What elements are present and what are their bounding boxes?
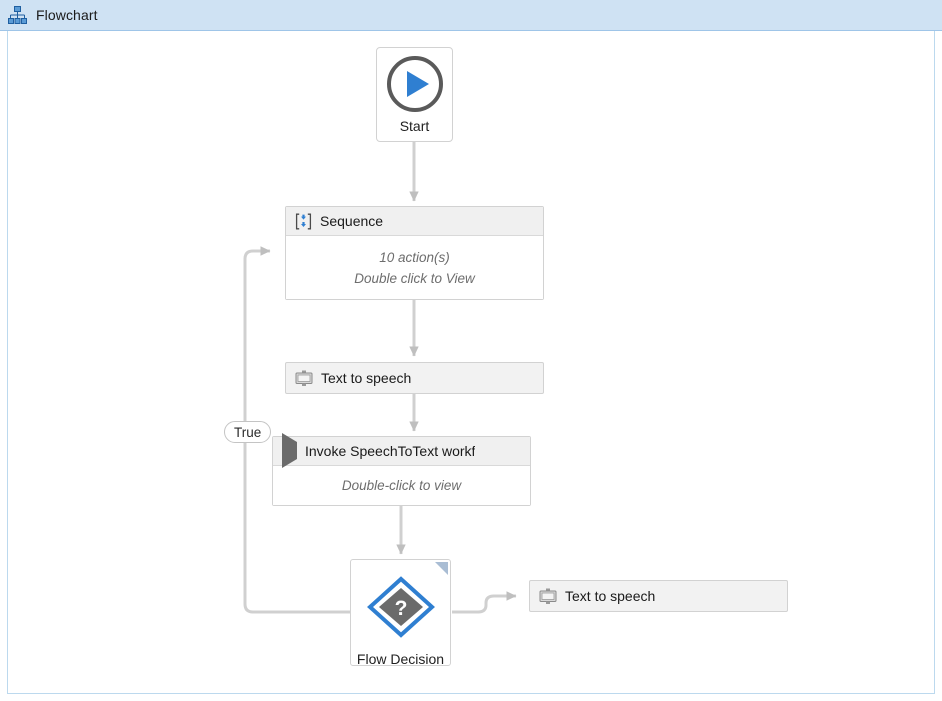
decision-question-icon: ? — [366, 576, 435, 643]
node-text-to-speech-1[interactable]: Text to speech — [285, 362, 544, 394]
node-invoke-workflow-title: Invoke SpeechToText workf — [305, 443, 476, 459]
invoke-workflow-icon — [282, 433, 297, 468]
node-sequence-title: Sequence — [320, 213, 384, 229]
node-invoke-workflow-body-line-1: Double-click to view — [341, 478, 462, 493]
node-sequence-body-line-2: Double click to View — [354, 270, 475, 286]
node-flow-decision[interactable]: ? Flow Decision — [350, 559, 451, 667]
text-to-speech-icon — [295, 370, 313, 387]
node-sequence[interactable]: Sequence 10 action(s) Double click to Vi… — [285, 206, 544, 300]
edge-label-true[interactable]: True — [224, 421, 272, 443]
sequence-icon — [295, 213, 312, 230]
node-text-to-speech-2-title: Text to speech — [565, 588, 656, 604]
node-text-to-speech-1-title: Text to speech — [321, 370, 412, 386]
text-to-speech-icon — [539, 588, 557, 605]
window-titlebar: Flowchart — [0, 0, 942, 31]
flowchart-icon — [8, 6, 27, 24]
svg-text:?: ? — [394, 597, 407, 620]
flowchart-canvas[interactable]: Start Sequence 10 action(s) Double click… — [7, 31, 935, 694]
edge-decision-to-tts2 — [452, 591, 517, 614]
play-triangle-icon — [407, 70, 429, 97]
node-text-to-speech-2[interactable]: Text to speech — [529, 580, 788, 612]
node-start[interactable]: Start — [376, 47, 453, 142]
node-invoke-workflow[interactable]: Invoke SpeechToText workf Double-click t… — [272, 433, 531, 506]
window-title: Flowchart — [36, 7, 98, 23]
play-circle-icon — [386, 55, 443, 112]
node-sequence-header[interactable]: Sequence — [286, 207, 543, 236]
node-start-label: Start — [399, 117, 430, 134]
node-flow-decision-label: Flow Decision — [356, 651, 445, 667]
node-sequence-body[interactable]: 10 action(s) Double click to View — [286, 236, 543, 299]
node-sequence-body-line-1: 10 action(s) — [379, 249, 450, 265]
invoke-play-triangle-icon — [282, 433, 297, 468]
node-invoke-workflow-header[interactable]: Invoke SpeechToText workf — [273, 433, 530, 468]
collapse-corner-icon[interactable] — [435, 562, 448, 575]
node-invoke-workflow-body[interactable]: Double-click to view — [273, 466, 530, 505]
